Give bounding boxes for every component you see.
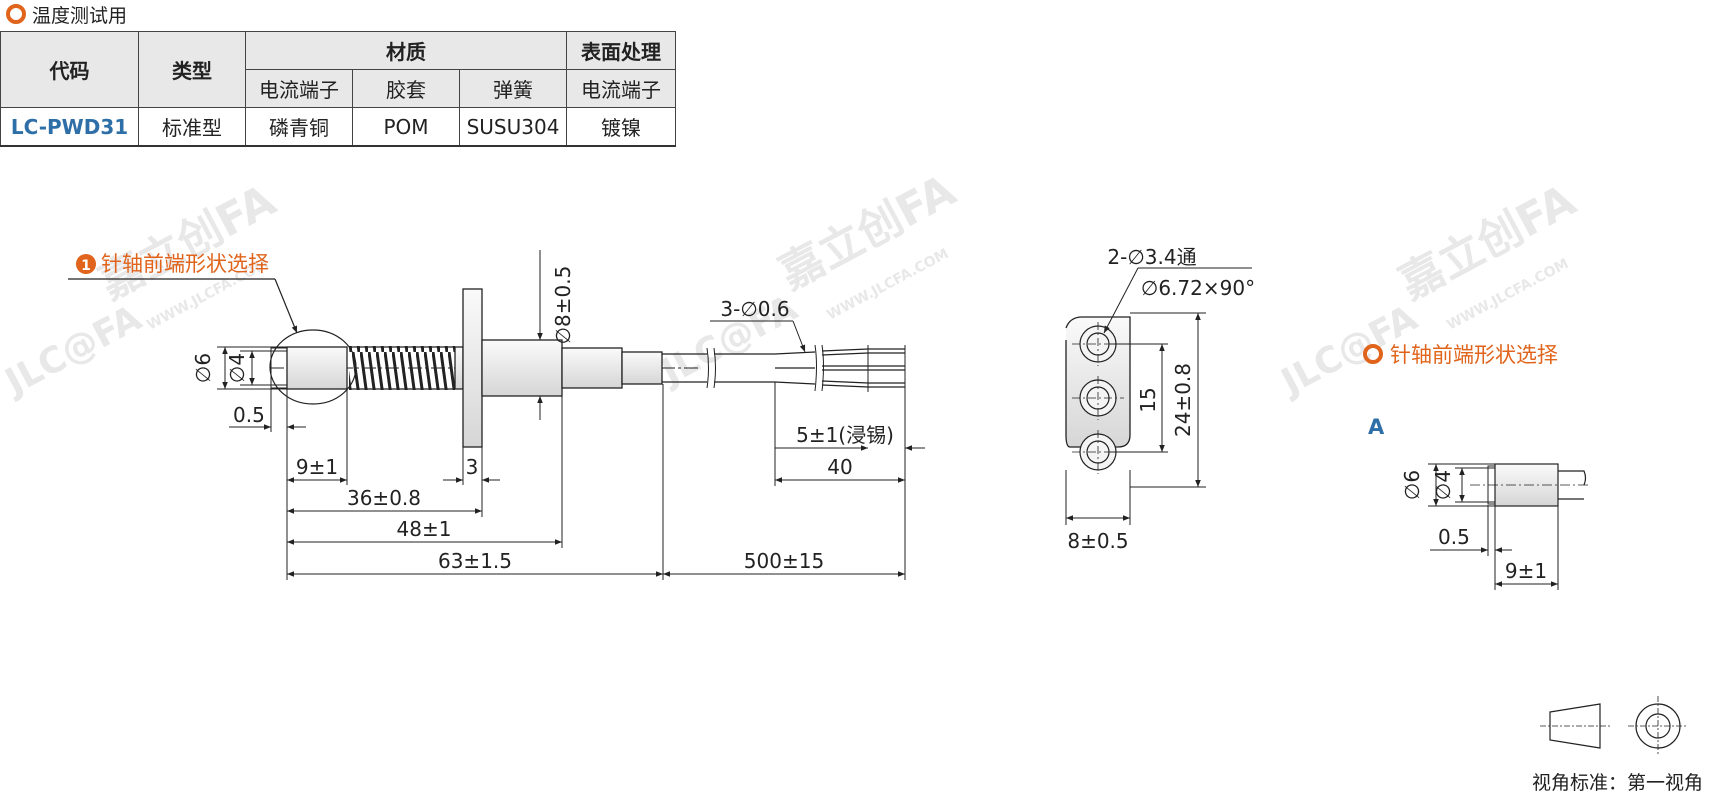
projection-label: 视角标准：第一视角	[1532, 772, 1703, 794]
header-code: 代码	[0, 31, 139, 108]
cell-terminal: 磷青铜	[245, 107, 353, 147]
dim-8w: 8±0.5	[1067, 529, 1128, 553]
detail-view	[1470, 463, 1590, 507]
dim-csk: ∅6.72×90°	[1141, 276, 1255, 300]
dim-holes: 2-∅3.4通	[1107, 245, 1196, 269]
spec-table: 代码 类型 材质 表面处理 电流端子 胶套 弹簧 电流端子 LC-PWD31 标…	[0, 31, 676, 147]
spring	[349, 346, 455, 390]
dim-24: 24±0.8	[1171, 363, 1195, 437]
dimension-lines	[217, 250, 925, 580]
callout-number-icon	[76, 254, 96, 274]
dim-d8: ∅8±0.5	[551, 266, 575, 345]
section-title: 温度测试用	[32, 4, 128, 27]
header-type: 类型	[138, 31, 246, 108]
callout-label: 针轴前端形状选择	[101, 252, 269, 276]
header-material: 材质	[245, 31, 567, 70]
detail-labels: ∅6 ∅4 0.5 9±1	[1400, 470, 1547, 583]
detail-marker-icon	[1363, 344, 1383, 364]
dim-d4: ∅4	[225, 353, 249, 383]
dim-05: 0.5	[233, 403, 265, 427]
detail-dim-05: 0.5	[1438, 525, 1470, 549]
dim-9: 9±1	[296, 455, 338, 479]
rear-sleeve	[561, 347, 623, 389]
dim-500: 500±15	[744, 549, 824, 573]
dim-48: 48±1	[397, 517, 452, 541]
dimension-labels: ∅6 ∅4 0.5 9±1 3 36±0.8 48±1 63±1.5 500±1…	[191, 266, 894, 573]
subheader-sleeve: 胶套	[352, 69, 460, 108]
dim-3: 3	[466, 455, 479, 479]
cell-code: LC-PWD31	[0, 107, 139, 147]
collar	[454, 346, 464, 390]
detail-title: 针轴前端形状选择	[1390, 343, 1558, 367]
flange	[462, 288, 483, 448]
end-view-dimensions	[1065, 267, 1252, 525]
end-view	[1065, 316, 1131, 474]
dim-d6: ∅6	[191, 353, 215, 383]
cell-type: 标准型	[138, 107, 246, 147]
section-header: 温度测试用	[6, 2, 128, 27]
callout-number: 1	[81, 258, 91, 274]
watermark-brand-1: 嘉立创FA	[91, 175, 284, 310]
dim-15: 15	[1136, 387, 1160, 412]
callout-circle	[269, 329, 357, 405]
detail-dim-9: 9±1	[1505, 559, 1547, 583]
probe-side-view	[270, 288, 906, 448]
detail-dimensions	[1428, 463, 1559, 590]
view-label: A	[1368, 415, 1385, 439]
body-sleeve	[481, 339, 563, 397]
dim-63: 63±1.5	[438, 549, 512, 573]
watermark-logo-1: JLC@FA	[0, 298, 148, 405]
dim-40: 40	[827, 455, 852, 479]
subheader-terminal: 电流端子	[245, 69, 353, 108]
subheader-spring: 弹簧	[459, 69, 567, 108]
projection-symbol-icon	[1540, 696, 1688, 756]
probe-tip	[286, 346, 348, 390]
subheader-surface-terminal: 电流端子	[566, 69, 676, 108]
detail-dim-d6: ∅6	[1400, 470, 1424, 500]
cell-spring: SUSU304	[459, 107, 567, 147]
circle-marker-icon	[6, 4, 26, 24]
dim-36: 36±0.8	[347, 486, 421, 510]
cell-surface: 镀镍	[566, 107, 676, 147]
tip-outline	[270, 347, 288, 389]
watermark-brand-3: 嘉立创FA	[1391, 175, 1584, 310]
cell-sleeve: POM	[352, 107, 460, 147]
detail-dim-d4: ∅4	[1431, 470, 1455, 500]
watermark-brand-2: 嘉立创FA	[771, 165, 964, 300]
dim-tin: 5±1(浸锡)	[796, 423, 894, 447]
cable-entry	[621, 351, 663, 385]
dim-wires: 3-∅0.6	[720, 297, 789, 321]
end-view-labels: 2-∅3.4通 ∅6.72×90° 15 24±0.8 8±0.5	[1067, 245, 1255, 553]
